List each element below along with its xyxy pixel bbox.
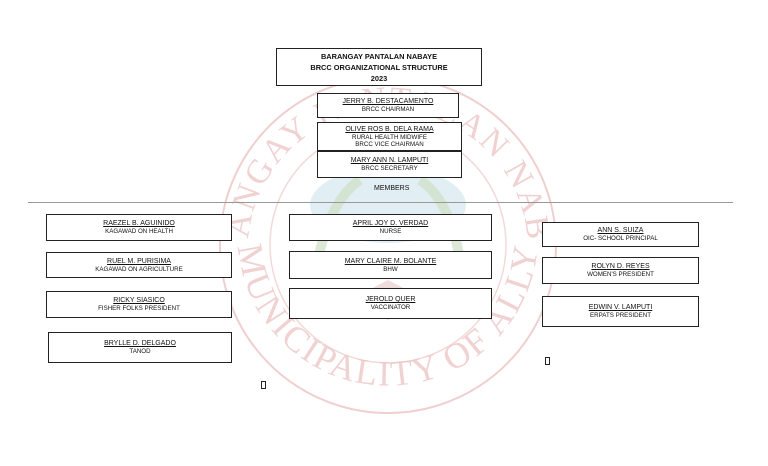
member-name: EDWIN V. LAMPUTI bbox=[588, 304, 653, 311]
member-name: RAEZEL B. AGUINIDO bbox=[103, 220, 175, 227]
vice-chairman-box: OLIVE ROS B. DELA RAMA RURAL HEALTH MIDW… bbox=[317, 122, 462, 151]
header-line3: 2023 bbox=[370, 73, 388, 83]
member-name: ANN S. SUIZA bbox=[597, 227, 644, 234]
member-role: NURSE bbox=[379, 228, 402, 235]
members-label: MEMBERS bbox=[374, 185, 410, 192]
member-box-left-4: BRYLLE D. DELGADO TANOD bbox=[48, 332, 232, 363]
secretary-name: MARY ANN N. LAMPUTI bbox=[350, 157, 429, 164]
member-name: ROLYN D. REYES bbox=[591, 263, 650, 270]
member-box-right-2: ROLYN D. REYES WOMEN'S PRESIDENT bbox=[542, 257, 699, 284]
divider-line bbox=[28, 202, 733, 203]
member-box-right-1: ANN S. SUIZA OIC- SCHOOL PRINCIPAL bbox=[542, 222, 699, 247]
member-box-center-3: JEROLD QUER VACCINATOR bbox=[289, 288, 492, 319]
small-marker-right bbox=[545, 357, 550, 365]
member-box-left-1: RAEZEL B. AGUINIDO KAGAWAD ON HEALTH bbox=[46, 214, 232, 241]
chairman-name: JERRY B. DESTACAMENTO bbox=[342, 98, 434, 105]
member-role: WOMEN'S PRESIDENT bbox=[587, 271, 654, 278]
member-role: OIC- SCHOOL PRINCIPAL bbox=[583, 235, 658, 242]
secretary-box: MARY ANN N. LAMPUTI BRCC SECRETARY bbox=[317, 151, 462, 178]
member-box-left-3: RICKY SIASICO FISHER FOLKS PRESIDENT bbox=[46, 291, 232, 318]
vice-chairman-role1: RURAL HEALTH MIDWIFE bbox=[352, 134, 427, 141]
header-line1: BARANGAY PANTALAN NABAYE bbox=[320, 51, 438, 61]
member-box-center-1: APRIL JOY D. VERDAD NURSE bbox=[289, 214, 492, 241]
vice-chairman-name: OLIVE ROS B. DELA RAMA bbox=[345, 126, 434, 133]
member-role: BHW bbox=[383, 265, 398, 273]
member-role: VACCINATOR bbox=[370, 304, 411, 311]
member-name: APRIL JOY D. VERDAD bbox=[352, 220, 429, 227]
member-box-center-2: MARY CLAIRE M. BOLANTE BHW bbox=[289, 251, 492, 279]
member-box-right-3: EDWIN V. LAMPUTI ERPATS PRESIDENT bbox=[542, 296, 699, 327]
watermark-top-textpath: BARANGAY PANTALAN NABAYE bbox=[0, 0, 555, 243]
member-role: TANOD bbox=[129, 348, 151, 355]
member-role: KAGAWAD ON HEALTH bbox=[105, 228, 173, 235]
chairman-box: JERRY B. DESTACAMENTO BRCC CHAIRMAN bbox=[317, 93, 459, 118]
member-name: JEROLD QUER bbox=[365, 296, 416, 303]
member-role: FISHER FOLKS PRESIDENT bbox=[98, 305, 180, 312]
member-role: ERPATS PRESIDENT bbox=[590, 312, 651, 319]
watermark-top-text: BARANGAY PANTALAN NABAYE bbox=[0, 0, 557, 243]
header-box: BARANGAY PANTALAN NABAYE BRCC ORGANIZATI… bbox=[276, 48, 482, 86]
secretary-role: BRCC SECRETARY bbox=[361, 165, 418, 172]
small-marker-left bbox=[261, 381, 266, 389]
member-box-left-2: RUEL M. PURISIMA KAGAWAD ON AGRICULTURE bbox=[46, 252, 232, 278]
header-line2: BRCC ORGANIZATIONAL STRUCTURE bbox=[310, 62, 448, 72]
member-role: KAGAWAD ON AGRICULTURE bbox=[95, 265, 183, 273]
member-name: RUEL M. PURISIMA bbox=[107, 257, 171, 265]
vice-chairman-role2: BRCC VICE CHAIRMAN bbox=[355, 141, 424, 148]
member-name: MARY CLAIRE M. BOLANTE bbox=[344, 257, 437, 265]
chairman-role: BRCC CHAIRMAN bbox=[361, 106, 415, 113]
member-name: BRYLLE D. DELGADO bbox=[104, 340, 176, 347]
member-name: RICKY SIASICO bbox=[113, 297, 165, 304]
